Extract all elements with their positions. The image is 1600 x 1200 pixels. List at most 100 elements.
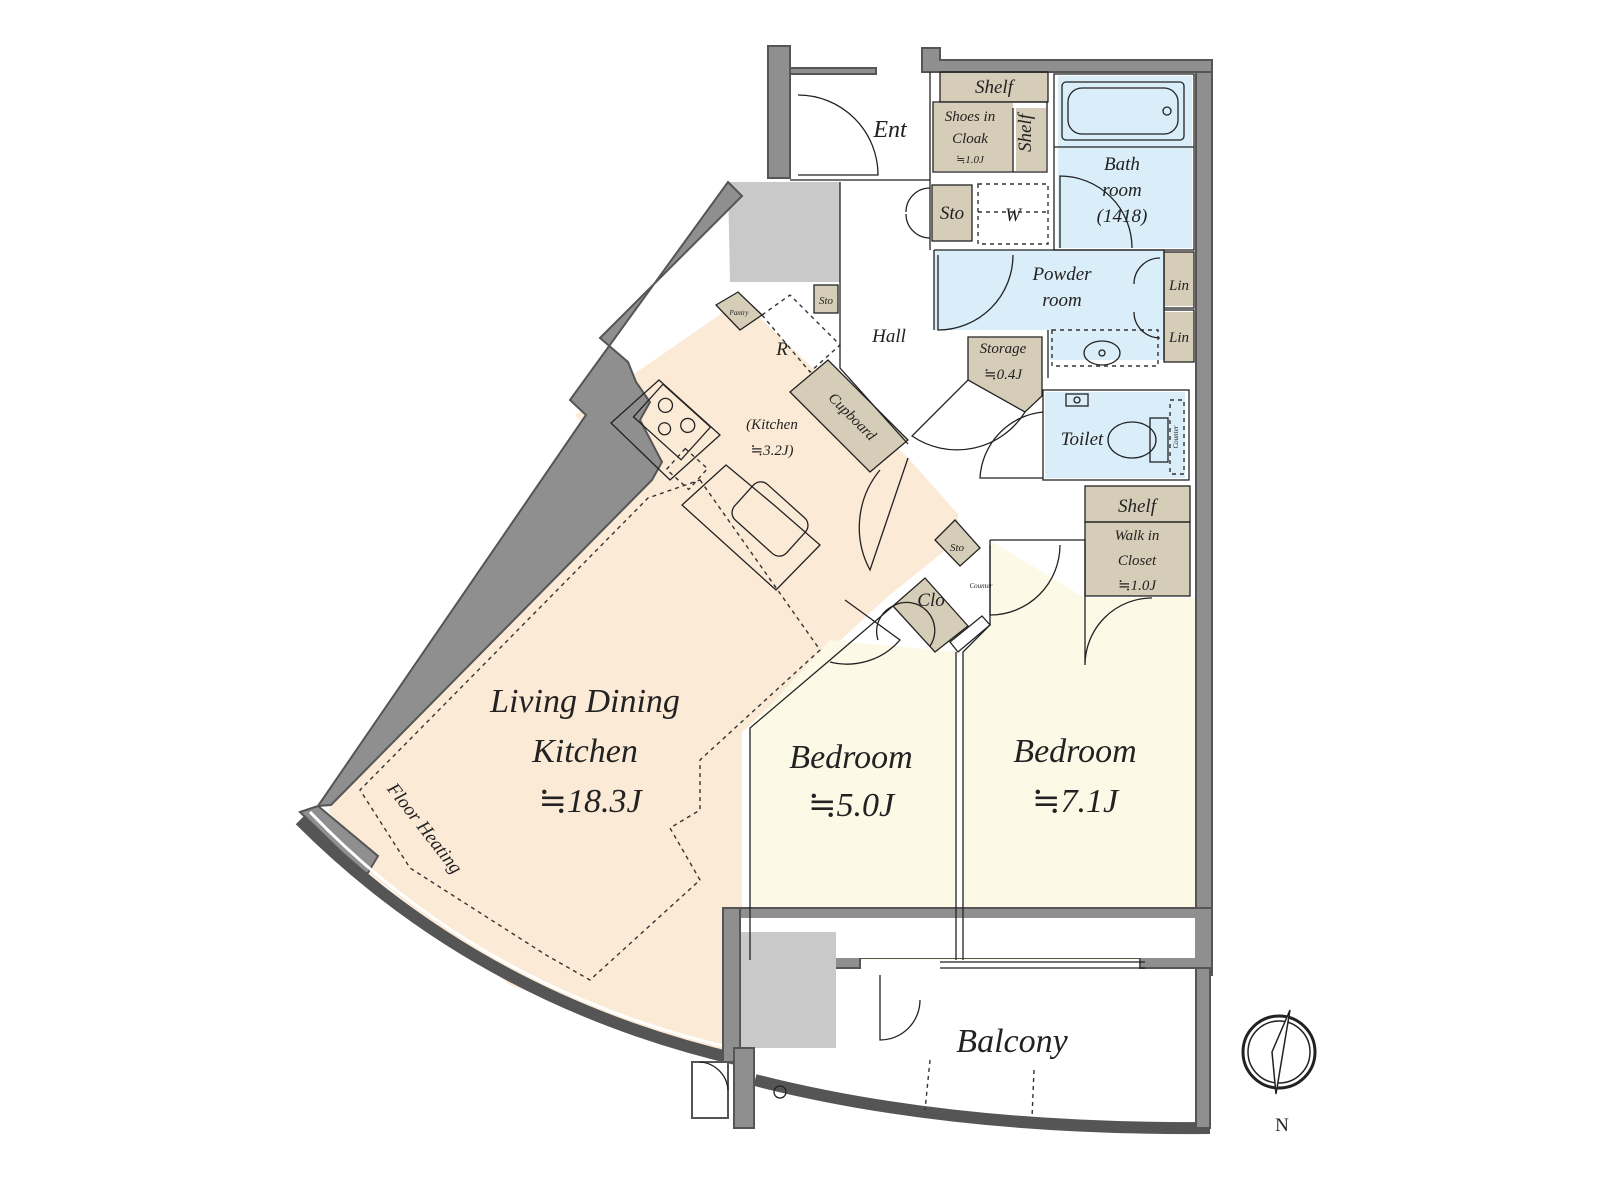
- partitions: [359, 71, 1195, 1119]
- hall-label: Hall: [871, 326, 906, 347]
- lin-2-fill: [1164, 312, 1194, 362]
- ac-unit: [691, 1061, 729, 1119]
- walls: [295, 45, 1213, 1135]
- bath-line2: room: [1102, 180, 1141, 201]
- kitchen-island: [681, 464, 821, 591]
- balcony-west-post: [733, 1047, 755, 1129]
- ac-door-icon: [699, 1061, 729, 1091]
- sto-small-border: [813, 284, 839, 314]
- sto-small-label: Sto: [819, 295, 834, 307]
- shoes-cloak-line2: Cloak: [952, 131, 988, 147]
- bedroom1-floor: [750, 640, 956, 960]
- shelf-wic-label: Shelf: [1118, 496, 1159, 517]
- bedroom1-name: Bedroom: [789, 739, 912, 776]
- kitchen-counter-back: [610, 379, 721, 481]
- pantry-fill: [716, 292, 762, 330]
- shelf-top-fill: [940, 72, 1048, 102]
- cupboard-fill: [790, 360, 908, 472]
- vanity-dash: [1051, 329, 1159, 367]
- sto-bed-border: [934, 519, 981, 567]
- kitchen-counter-dash: [665, 447, 709, 491]
- kitchen-line1: (Kitchen: [746, 417, 798, 433]
- sto-bed-label: Sto: [950, 542, 965, 554]
- sink-icon: [731, 481, 809, 557]
- toilet-door-icon: [979, 411, 1044, 479]
- wic-line1: Walk in: [1115, 528, 1160, 544]
- balcony-divider-1: [924, 1059, 931, 1111]
- bed1-north-wall: [749, 605, 894, 960]
- toilet-label: Toilet: [1061, 429, 1104, 450]
- bathtub-outer: [1061, 81, 1185, 141]
- counter-bed-label: Counter: [970, 582, 993, 590]
- lin-1-label: Lin: [1168, 278, 1189, 294]
- refrigerator-dash: [760, 294, 842, 374]
- balcony-rail-outer: [753, 1074, 1211, 1135]
- wic-fill: [1085, 522, 1190, 596]
- shoes-cloak-area: ≒1.0J: [956, 154, 985, 166]
- balcony-divider-2: [1031, 1069, 1035, 1119]
- toilet-counter-dash: [1169, 399, 1185, 475]
- bath-door-icon: [1059, 175, 1133, 249]
- entrance-label: Ent: [872, 117, 908, 143]
- shelf-side-fill: [1016, 108, 1046, 171]
- toilet-sink-drain: [1073, 396, 1081, 404]
- powder-line2: room: [1042, 290, 1081, 311]
- toilet-bowl-icon: [1107, 421, 1157, 459]
- sto-hall-fill: [932, 185, 972, 241]
- bed2-north-wall: [990, 539, 1086, 598]
- pantry-label: Pantry: [728, 309, 749, 317]
- lin-2-border: [1163, 309, 1195, 363]
- storage-door-icon: [910, 379, 1026, 451]
- shoes-border: [932, 101, 1048, 173]
- shoes-cloak-line1: Shoes in: [945, 109, 995, 125]
- refrigerator-label: R: [775, 339, 788, 360]
- sto-small-fill: [814, 285, 838, 313]
- cupboard-border: [789, 359, 909, 473]
- bathtub-drain: [1162, 106, 1172, 116]
- toilet-border: [1042, 389, 1190, 481]
- washer-label: W: [1005, 205, 1023, 226]
- curved-window-wall: [295, 815, 742, 1066]
- nw-column: [728, 182, 840, 282]
- washbasin-drain: [1098, 349, 1106, 357]
- shelf-side-label: Shelf: [1015, 111, 1036, 152]
- storage-border: [967, 336, 1043, 413]
- shoes-cloak-fill: [933, 103, 1013, 171]
- clo-label: Clo: [917, 590, 944, 611]
- balcony-rail-inner: [755, 1068, 1211, 1118]
- storage-fill: [968, 337, 1042, 412]
- balcony-slide-icon: [940, 961, 1145, 969]
- ldk-line2: Kitchen: [531, 733, 638, 770]
- bedroom1-area: ≒5.0J: [808, 787, 896, 824]
- entrance-door-icon: [797, 94, 879, 176]
- wic-line2: Closet: [1118, 553, 1157, 569]
- washbasin-icon: [1083, 340, 1121, 366]
- hall-sto-door-icon: [905, 187, 931, 239]
- sto-hall-label: Sto: [940, 203, 964, 224]
- pantry-border: [714, 291, 764, 331]
- bathtub-inner: [1067, 87, 1179, 135]
- east-wall: [1195, 59, 1213, 976]
- lin-2-label: Lin: [1168, 330, 1189, 346]
- balcony-label: Balcony: [956, 1023, 1068, 1060]
- washer-dash: [977, 183, 1049, 245]
- ldk-floor: [328, 300, 958, 1060]
- bath-line3: (1418): [1097, 206, 1148, 227]
- ldk-line1: Living Dining: [489, 683, 680, 720]
- sw-column-wall: [722, 907, 741, 1063]
- bedroom2-floor: [963, 540, 1196, 960]
- sto-hall-border: [931, 184, 973, 242]
- toilet-sink-icon: [1065, 393, 1089, 407]
- wic-area: ≒1.0J: [1118, 578, 1157, 594]
- sw-column: [734, 932, 836, 1048]
- powder-door-icon: [937, 254, 1014, 331]
- clo-border: [892, 577, 969, 653]
- bed1-door-icon: [829, 599, 901, 665]
- wic-door-icon: [1084, 597, 1153, 666]
- ldk-area: ≒18.3J: [538, 783, 643, 820]
- doors: [699, 94, 1161, 1091]
- kitchen-line2: ≒3.2J): [751, 443, 794, 459]
- bed2-door-icon: [989, 544, 1061, 616]
- counter-bed-border: [949, 615, 991, 653]
